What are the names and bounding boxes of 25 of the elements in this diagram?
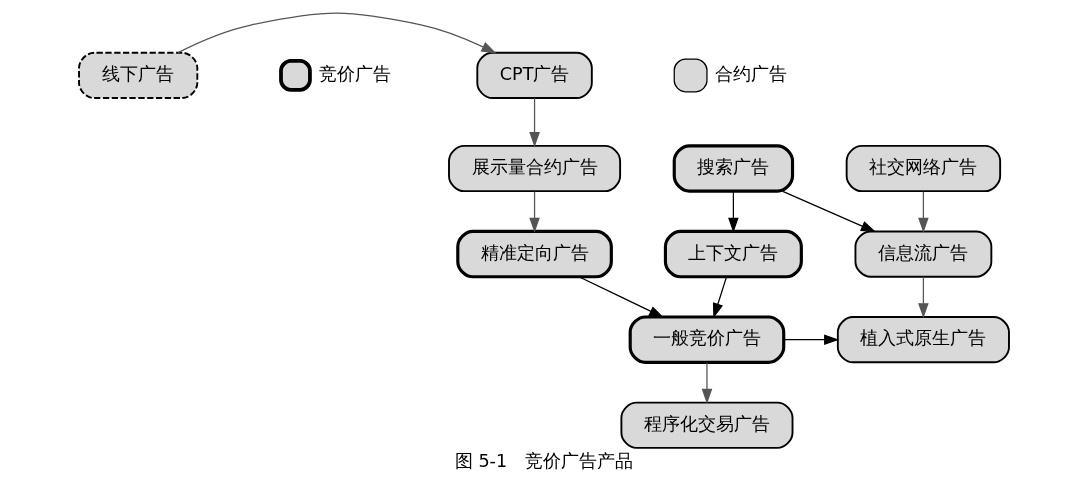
node-box: 社交网络广告 bbox=[845, 144, 1002, 193]
node-box: 精准定向广告 bbox=[456, 229, 613, 279]
node-box: 程序化交易广告 bbox=[620, 401, 794, 449]
legend-label: 合约广告 bbox=[714, 64, 787, 85]
node-box: 搜索广告 bbox=[672, 144, 795, 193]
node-box: 一般竞价广告 bbox=[628, 315, 786, 364]
arrow bbox=[728, 191, 739, 233]
node-box: 上下文广告 bbox=[663, 229, 803, 279]
node-box: 展示量合约广告 bbox=[448, 144, 622, 193]
arrow bbox=[578, 276, 665, 318]
node-box: 线下广告 bbox=[78, 51, 199, 99]
arrow bbox=[783, 334, 840, 345]
node-box: CPT广告 bbox=[476, 51, 593, 99]
legend-label: 竞价广告 bbox=[319, 64, 392, 85]
arrow bbox=[529, 191, 540, 233]
node-box: 信息流广告 bbox=[854, 230, 993, 278]
arrow bbox=[177, 12, 497, 54]
arrow bbox=[918, 191, 929, 233]
arrow bbox=[782, 190, 876, 233]
arrow bbox=[712, 276, 728, 319]
arrow bbox=[701, 362, 713, 404]
node-box: 植入式原生广告 bbox=[836, 316, 1010, 364]
arrow bbox=[529, 97, 540, 148]
caption: 图 5-1 竞价广告产品 bbox=[454, 451, 634, 472]
arrow bbox=[918, 276, 929, 319]
